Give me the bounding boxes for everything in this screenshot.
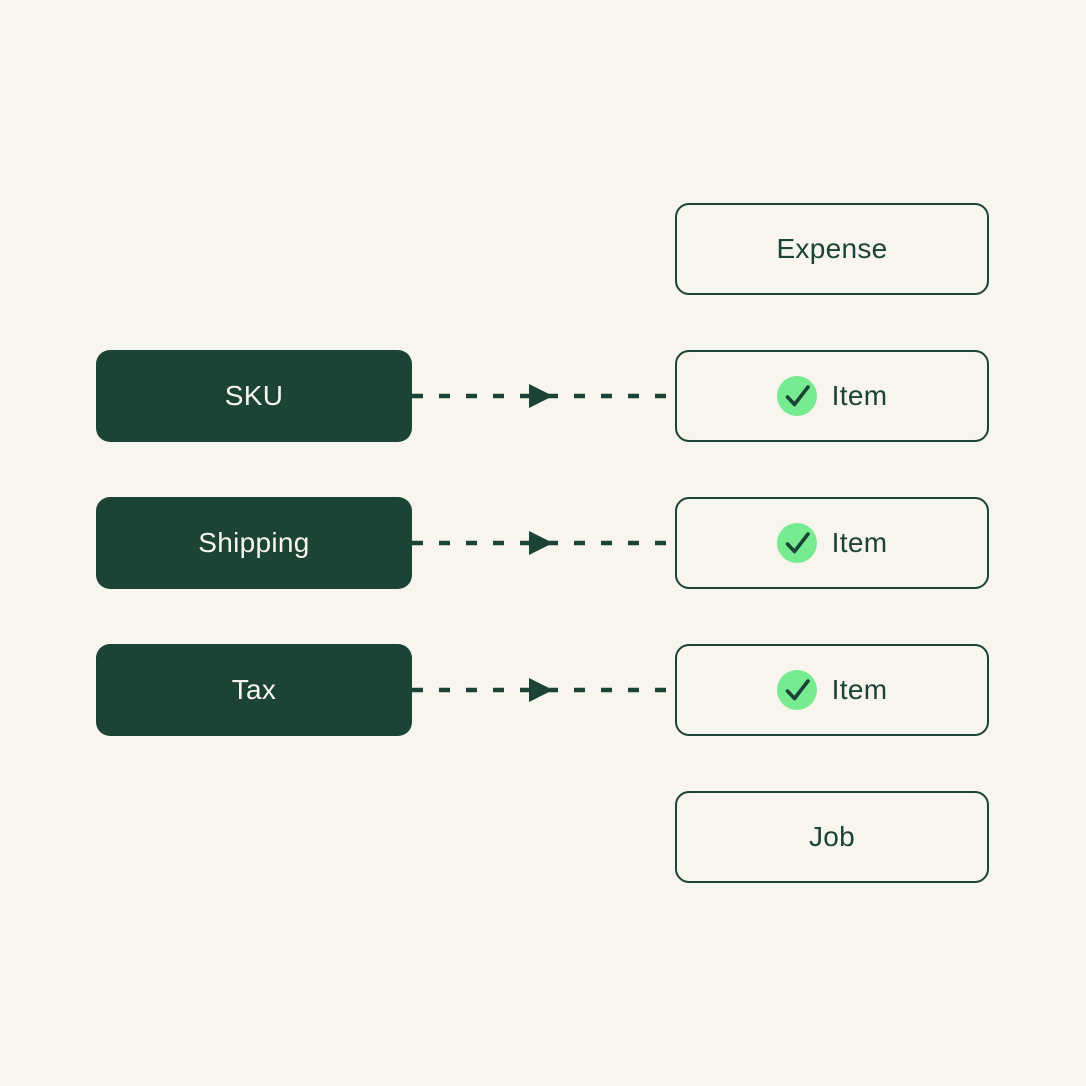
node-job-label: Job <box>808 821 856 852</box>
node-job: Job <box>675 791 989 883</box>
check-icon <box>776 376 817 416</box>
check-icon <box>776 670 817 710</box>
node-expense-label: Expense <box>776 233 888 264</box>
dashed-arrow-right-icon <box>412 678 675 702</box>
diagram-row-shipping: Shipping Item <box>0 497 1086 589</box>
node-item-2: Item <box>675 497 989 589</box>
diagram-row-sku: SKU Item <box>0 350 1086 442</box>
check-icon <box>776 523 817 563</box>
node-tax-label: Tax <box>231 674 277 705</box>
diagram-row-tax: Tax Item <box>0 644 1086 736</box>
node-tax: Tax <box>96 644 412 736</box>
node-item-2-label: Item <box>831 527 888 558</box>
node-item-3: Item <box>675 644 989 736</box>
node-shipping-label: Shipping <box>198 527 310 558</box>
node-sku: SKU <box>96 350 412 442</box>
diagram-row-expense: Expense <box>0 203 1086 295</box>
node-sku-label: SKU <box>224 380 284 411</box>
diagram-row-job: Job <box>0 791 1086 883</box>
node-item-1-label: Item <box>831 380 888 411</box>
node-item-1: Item <box>675 350 989 442</box>
node-item-3-label: Item <box>831 674 888 705</box>
dashed-arrow-right-icon <box>412 384 675 408</box>
node-shipping: Shipping <box>96 497 412 589</box>
dashed-arrow-right-icon <box>412 531 675 555</box>
node-expense: Expense <box>675 203 989 295</box>
